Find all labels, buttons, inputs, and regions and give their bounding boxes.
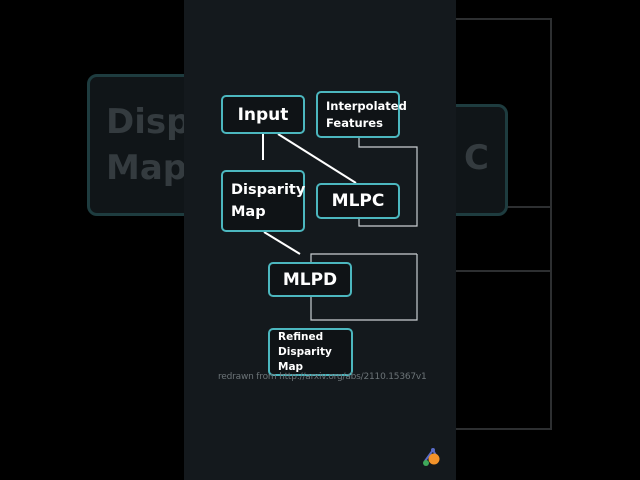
node-mlpd: MLPD [268,262,352,297]
background-frame-mid2 [456,270,552,272]
node-interpolated-line1: Interpolated [326,98,407,113]
edge-input-mlpc [277,133,357,184]
node-mlpd-label: MLPD [282,269,338,290]
background-disparity-line2: Map [106,148,188,188]
background-disparity-line1: Disp [106,102,191,142]
background-mlpc-text: C [464,138,489,178]
edge-interpolated-mlpc [358,138,418,227]
node-interpolated-line2: Features [326,115,383,130]
diagram-panel [184,0,456,480]
background-frame-bottom [456,428,552,430]
node-refined-line1: Refined [278,330,324,343]
node-input-label: Input [237,104,289,125]
edge-mlpc-mlpd [310,253,417,262]
node-refined-line2: Disparity Map [278,345,332,373]
background-frame-right [550,18,552,430]
node-disparity-line2: Map [231,204,266,220]
node-mlpc-label: MLPC [331,191,385,211]
node-disparity-map: Disparity Map [221,170,305,232]
background-frame-top [456,18,552,20]
edge-disparity-mlpd [263,231,301,255]
edge-mlpd-refined [310,254,418,321]
node-mlpc: MLPC [316,183,400,219]
node-input: Input [221,95,305,134]
node-refined-disparity-map: Refined Disparity Map [268,328,353,376]
channel-logo-icon [423,448,440,466]
source-caption: redrawn from http://arxiv.org/abs/2110.1… [218,372,427,382]
node-disparity-line1: Disparity [231,182,306,198]
node-interpolated-features: Interpolated Features [316,91,407,138]
